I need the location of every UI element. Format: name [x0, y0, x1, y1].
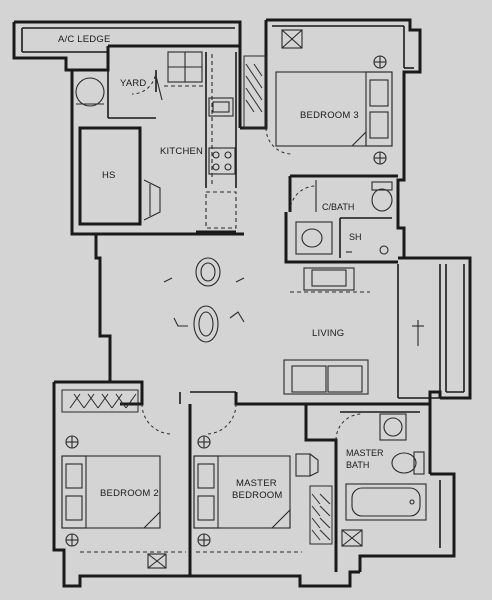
bedroom-3-label: BEDROOM 3 — [300, 110, 359, 121]
stove-icon — [208, 147, 236, 175]
wardrobe-icon — [309, 485, 333, 545]
dining-set-icon — [163, 257, 245, 343]
bathtub-icon — [345, 483, 427, 521]
kitchen-area — [196, 52, 237, 234]
master-bedroom-label-line1: MASTER — [236, 478, 277, 489]
bedroom-2-label: BEDROOM 2 — [100, 488, 159, 499]
master-bedroom — [193, 403, 333, 553]
master-bath-label-line1: MASTER — [346, 448, 384, 458]
sofa-icon — [283, 359, 369, 395]
hs-label: HS — [102, 170, 116, 181]
bedroom-2 — [61, 389, 186, 569]
common-bath-label: C/BATH — [322, 202, 354, 212]
master-bath-label-line2: BATH — [346, 460, 369, 470]
household-shelter — [78, 126, 161, 226]
bedroom-3 — [243, 29, 393, 165]
tv-console-icon — [303, 267, 355, 291]
basin-icon — [379, 413, 407, 441]
ac-ledge-label: A/C LEDGE — [58, 34, 110, 45]
wardrobe-icon — [243, 55, 267, 129]
kitchen-label: KITCHEN — [160, 146, 203, 157]
sink-icon — [208, 97, 234, 117]
toilet-icon — [295, 453, 311, 477]
drum-icon — [75, 77, 105, 107]
living-area — [283, 267, 424, 395]
living-label: LIVING — [312, 328, 344, 339]
wardrobe-icon — [61, 389, 139, 413]
toilet-icon — [371, 181, 393, 191]
common-bath — [289, 180, 393, 258]
toilet-icon — [413, 451, 425, 475]
master-bath — [335, 411, 427, 547]
master-bedroom-label-line2: BEDROOM — [232, 490, 283, 501]
yard-label: YARD — [120, 78, 147, 89]
basin-icon — [295, 221, 333, 255]
yard-area — [107, 51, 207, 119]
shower-label: SH — [349, 232, 362, 242]
bed-icon — [275, 71, 393, 147]
